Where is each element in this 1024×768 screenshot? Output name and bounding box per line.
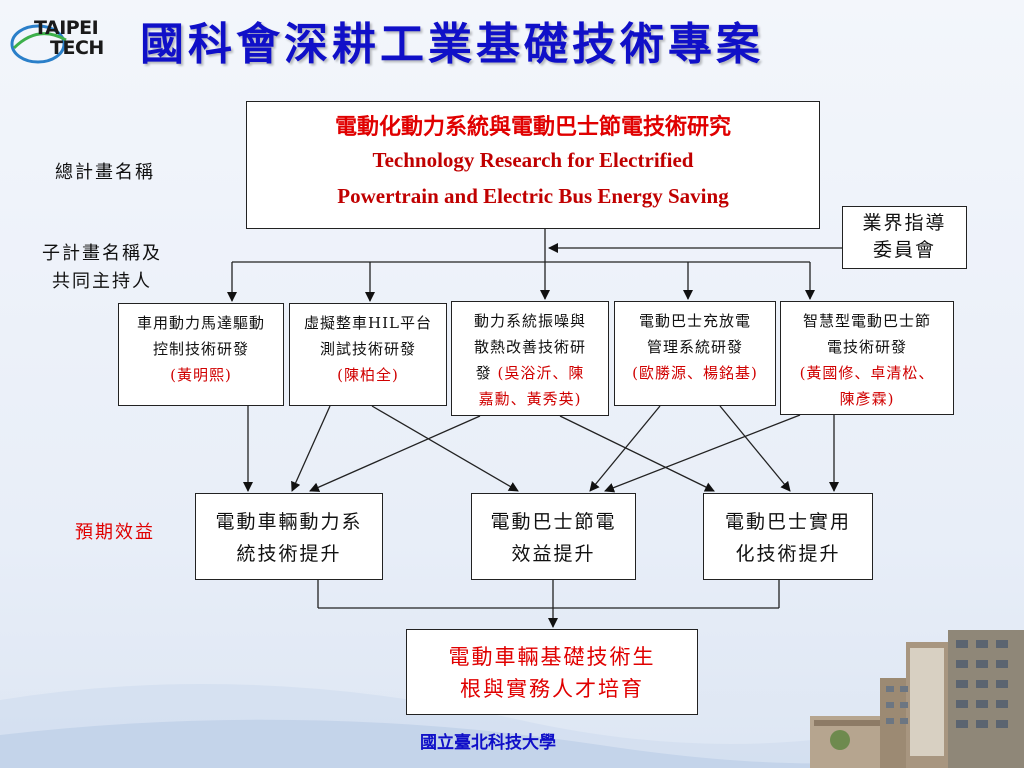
outcome-2-line1: 電動巴士節電 [490, 511, 617, 533]
subproject-3-line1: 動力系統振噪與 [473, 312, 586, 330]
subproject-4-pi: (歐勝源、楊銘基) [632, 364, 758, 382]
subproject-box-2: 虛擬整車HIL平台 測試技術研發 (陳柏全) [289, 303, 447, 406]
advisory-committee-box: 業界指導 委員會 [842, 206, 967, 269]
total-plan-label: 總計畫名稱 [55, 162, 155, 183]
advisory-line2: 委員會 [872, 239, 936, 261]
campus-building-image [810, 630, 1024, 768]
main-project-box: 電動化動力系統與電動巴士節電技術研究 Technology Research f… [246, 101, 820, 229]
logo-swirl-icon [10, 24, 67, 64]
final-goal-line2: 根與實務人才培育 [460, 677, 644, 701]
subproject-4-line1: 電動巴士充放電 [638, 312, 751, 330]
subproject-2-pi: (陳柏全) [337, 366, 399, 384]
outcome-3-line1: 電動巴士實用 [724, 511, 851, 533]
subproject-3-line2: 散熱改善技術研 [473, 338, 586, 356]
subproject-5-pi-b: 陳彥霖) [839, 390, 895, 408]
final-goal-box: 電動車輛基礎技術生 根與實務人才培育 [406, 629, 698, 715]
logo-line2: TECH [50, 37, 104, 59]
outcome-3-line2: 化技術提升 [735, 543, 841, 565]
subproject-2-line2: 測試技術研發 [319, 340, 416, 358]
subproject-1-line2: 控制技術研發 [152, 340, 249, 358]
subproject-3-line3-row: 發 (吳浴沂、陳 [456, 360, 604, 386]
subproject-4-line2: 管理系統研發 [646, 338, 743, 356]
logo-text: TAIPEI TECH [34, 18, 104, 58]
main-project-title-en-line2: Powertrain and Electric Bus Energy Savin… [337, 184, 729, 208]
outcome-1-line1: 電動車輛動力系 [215, 511, 363, 533]
sub-plan-label-line1: 子計畫名稱及 [42, 243, 162, 264]
outcome-box-2: 電動巴士節電 效益提升 [471, 493, 636, 580]
subproject-box-4: 電動巴士充放電 管理系統研發 (歐勝源、楊銘基) [614, 301, 776, 406]
subproject-1-pi: (黃明熙) [170, 366, 232, 384]
expected-benefit-label: 預期效益 [75, 522, 155, 543]
logo-line1: TAIPEI [34, 17, 99, 39]
subproject-2-line1: 虛擬整車HIL平台 [304, 314, 432, 332]
sub-plan-label: 子計畫名稱及 共同主持人 [42, 240, 162, 296]
subproject-3-pi-a: (吳浴沂、陳 [497, 364, 585, 382]
main-project-title-en-line1: Technology Research for Electrified [372, 148, 694, 172]
subproject-5-line2: 電技術研發 [826, 338, 907, 356]
outcome-2-line2: 效益提升 [511, 543, 596, 565]
taipei-tech-logo: TAIPEI TECH [8, 14, 120, 74]
subproject-5-line1: 智慧型電動巴士節 [802, 312, 931, 330]
main-project-title-zh: 電動化動力系統與電動巴士節電技術研究 [334, 114, 731, 140]
advisory-line1: 業界指導 [862, 212, 947, 234]
subproject-5-pi-a: (黃國修、卓清松、 [799, 364, 935, 382]
subproject-box-1: 車用動力馬達驅動 控制技術研發 (黃明熙) [118, 303, 284, 406]
subproject-3-pi-b: 嘉勳、黃秀英) [478, 390, 582, 408]
subproject-box-3: 動力系統振噪與 散熱改善技術研 發 (吳浴沂、陳 嘉勳、黃秀英) [451, 301, 609, 416]
sub-plan-label-line2: 共同主持人 [52, 271, 152, 292]
final-goal-line1: 電動車輛基礎技術生 [448, 645, 656, 669]
subproject-box-5: 智慧型電動巴士節 電技術研發 (黃國修、卓清松、 陳彥霖) [780, 301, 954, 415]
outcome-box-3: 電動巴士實用 化技術提升 [703, 493, 873, 580]
page-title: 國科會深耕工業基礎技術專案 [140, 19, 764, 70]
subproject-3-line3: 發 [475, 364, 492, 382]
outcome-box-1: 電動車輛動力系 統技術提升 [195, 493, 383, 580]
subproject-1-line1: 車用動力馬達驅動 [136, 314, 265, 332]
footer-university-name: 國立臺北科技大學 [420, 733, 556, 753]
outcome-1-line2: 統技術提升 [236, 543, 342, 565]
